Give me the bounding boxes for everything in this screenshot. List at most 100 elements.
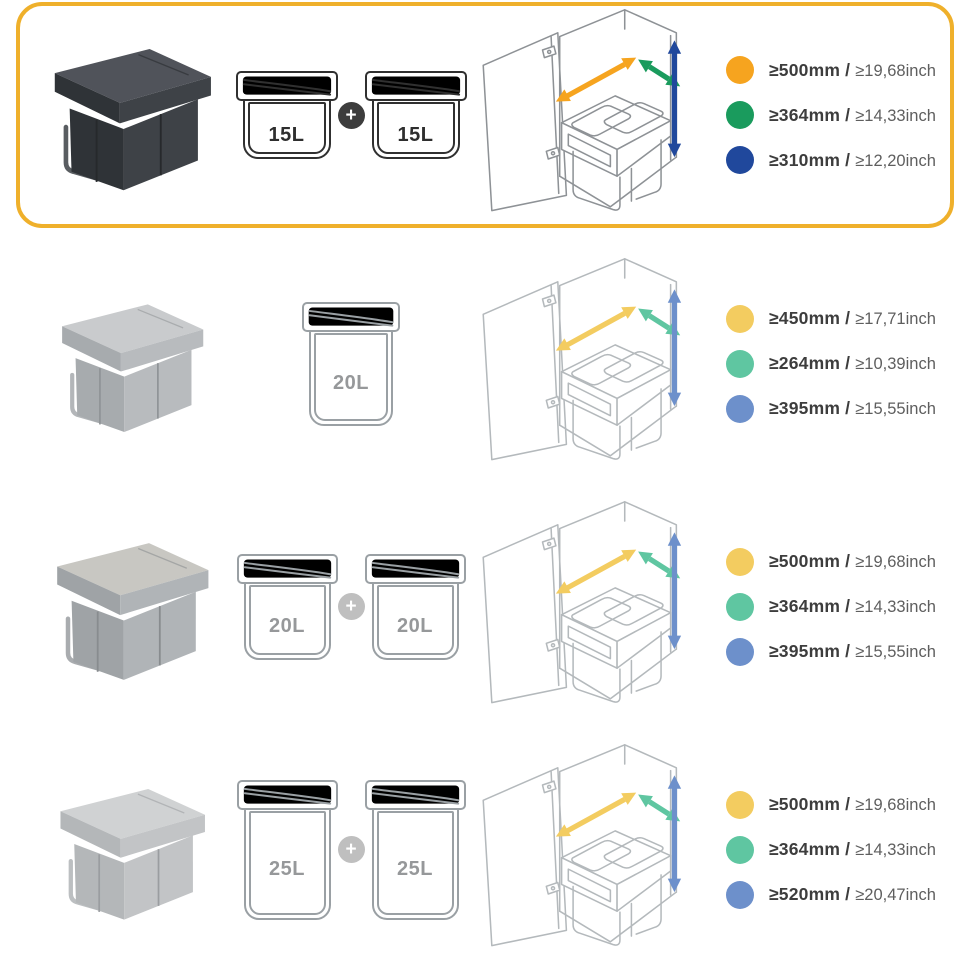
width-arrow xyxy=(555,792,637,837)
legend-item: ≥500mm /≥19,68inch xyxy=(726,56,950,84)
dimension-inch-value: ≥10,39inch xyxy=(855,355,936,373)
product-3d-render xyxy=(54,49,211,191)
legend-item: ≥395mm /≥15,55inch xyxy=(726,394,950,423)
legend-item: ≥500mm /≥19,68inch xyxy=(726,547,950,576)
product-photo xyxy=(20,36,242,194)
legend-item: ≥364mm /≥14,33inch xyxy=(726,592,950,621)
dimension-color-dot xyxy=(726,880,754,909)
bucket-drawing: 20L xyxy=(236,553,338,660)
dimension-mm-value: ≥310mm / xyxy=(769,149,851,170)
product-photo xyxy=(20,769,242,931)
width-arrow xyxy=(555,549,637,594)
cabinet-dimensions-diagram xyxy=(482,743,682,946)
dimension-inch-value: ≥19,68inch xyxy=(855,61,936,80)
product-photo xyxy=(20,281,242,447)
width-arrow xyxy=(555,306,637,351)
dimension-color-dot xyxy=(726,790,754,819)
bucket-drawing: 15L xyxy=(364,71,467,159)
plus-badge: + xyxy=(337,836,365,863)
bucket-lid-drawing xyxy=(236,779,338,810)
bucket-capacity-label: 25L xyxy=(397,858,433,880)
product-3d-render xyxy=(62,303,204,432)
dimension-inch-value: ≥15,55inch xyxy=(855,643,936,661)
dimension-mm-value: ≥500mm / xyxy=(769,551,851,571)
cabinet-diagram-wrap xyxy=(460,6,712,224)
dimension-inch-value: ≥19,68inch xyxy=(855,796,936,814)
bucket-capacity-label: 15L xyxy=(268,123,305,146)
bucket-capacity-group: 20L xyxy=(242,301,460,426)
dimension-color-dot xyxy=(726,637,754,666)
dimension-mm-value: ≥395mm / xyxy=(769,641,851,661)
hinge-icon xyxy=(541,45,561,160)
dimension-mm-value: ≥364mm / xyxy=(769,104,851,125)
legend-item: ≥450mm /≥17,71inch xyxy=(726,304,950,333)
hinge-icon xyxy=(541,536,561,652)
dimension-color-dot xyxy=(726,547,754,576)
dimension-color-dot xyxy=(726,56,754,84)
product-option-row[interactable]: 15L + 15L xyxy=(16,2,954,228)
width-arrow xyxy=(555,57,637,102)
dimension-legend: ≥450mm /≥17,71inch ≥264mm /≥10,39inch ≥3… xyxy=(712,304,950,423)
bucket-capacity-label: 20L xyxy=(333,372,369,394)
legend-item: ≥520mm /≥20,47inch xyxy=(726,880,950,909)
bucket-lid-drawing xyxy=(364,779,466,810)
legend-item: ≥310mm /≥12,20inch xyxy=(726,146,950,174)
product-photo xyxy=(20,527,242,687)
product-option-row[interactable]: 25L + 25L xyxy=(0,728,970,971)
dimension-mm-value: ≥500mm / xyxy=(769,59,851,80)
dimension-color-dot xyxy=(726,146,754,174)
dimension-color-dot xyxy=(726,304,754,333)
bucket-drawing: 25L xyxy=(364,779,466,920)
legend-item: ≥364mm /≥14,33inch xyxy=(726,835,950,864)
bucket-capacity-label: 20L xyxy=(269,615,305,637)
plus-badge: + xyxy=(337,101,365,129)
bucket-capacity-label: 15L xyxy=(397,123,434,146)
hinge-icon xyxy=(541,293,561,409)
cabinet-dimensions-diagram xyxy=(482,500,682,703)
dimension-legend: ≥500mm /≥19,68inch ≥364mm /≥14,33inch ≥3… xyxy=(712,56,950,174)
dimension-color-dot xyxy=(726,349,754,378)
bucket-capacity-group: 25L + 25L xyxy=(236,779,466,920)
bucket-lid-drawing xyxy=(364,553,466,584)
dimension-legend: ≥500mm /≥19,68inch ≥364mm /≥14,33inch ≥3… xyxy=(712,547,950,666)
bucket-lid-drawing xyxy=(236,553,338,584)
bucket-drawing: 15L xyxy=(235,71,338,159)
height-arrow xyxy=(667,531,682,649)
product-option-row[interactable]: 20L xyxy=(0,242,970,485)
dimension-inch-value: ≥15,55inch xyxy=(855,400,936,418)
height-arrow xyxy=(667,774,682,892)
bucket-drawing: 20L xyxy=(302,301,400,426)
dimension-color-dot xyxy=(726,394,754,423)
product-option-row[interactable]: 20L + 20L xyxy=(0,485,970,728)
dimension-inch-value: ≥19,68inch xyxy=(855,553,936,571)
legend-item: ≥364mm /≥14,33inch xyxy=(726,101,950,129)
dimension-mm-value: ≥500mm / xyxy=(769,794,851,814)
dimension-mm-value: ≥264mm / xyxy=(769,353,851,373)
bucket-capacity-label: 20L xyxy=(397,615,433,637)
dimension-mm-value: ≥520mm / xyxy=(769,884,851,904)
legend-item: ≥500mm /≥19,68inch xyxy=(726,790,950,819)
bucket-capacity-group: 15L + 15L xyxy=(235,71,467,159)
dimension-inch-value: ≥17,71inch xyxy=(855,310,936,328)
dimension-inch-value: ≥20,47inch xyxy=(855,886,936,904)
plus-badge: + xyxy=(337,593,365,620)
dimension-mm-value: ≥395mm / xyxy=(769,398,851,418)
cabinet-diagram-wrap xyxy=(460,255,712,473)
dimension-color-dot xyxy=(726,592,754,621)
bucket-lid-drawing xyxy=(364,71,467,101)
dimension-mm-value: ≥450mm / xyxy=(769,308,851,328)
bucket-lid-drawing xyxy=(235,71,338,101)
bucket-drawing: 25L xyxy=(236,779,338,920)
dimension-mm-value: ≥364mm / xyxy=(769,839,851,859)
dimension-inch-value: ≥14,33inch xyxy=(855,106,936,125)
dimension-color-dot xyxy=(726,101,754,129)
cabinet-dimensions-diagram xyxy=(482,9,682,212)
product-3d-render xyxy=(57,542,209,680)
bucket-drawing: 20L xyxy=(364,553,466,660)
cabinet-diagram-wrap xyxy=(460,741,712,959)
legend-item: ≥395mm /≥15,55inch xyxy=(726,637,950,666)
legend-item: ≥264mm /≥10,39inch xyxy=(726,349,950,378)
cabinet-dimensions-diagram xyxy=(482,257,682,460)
